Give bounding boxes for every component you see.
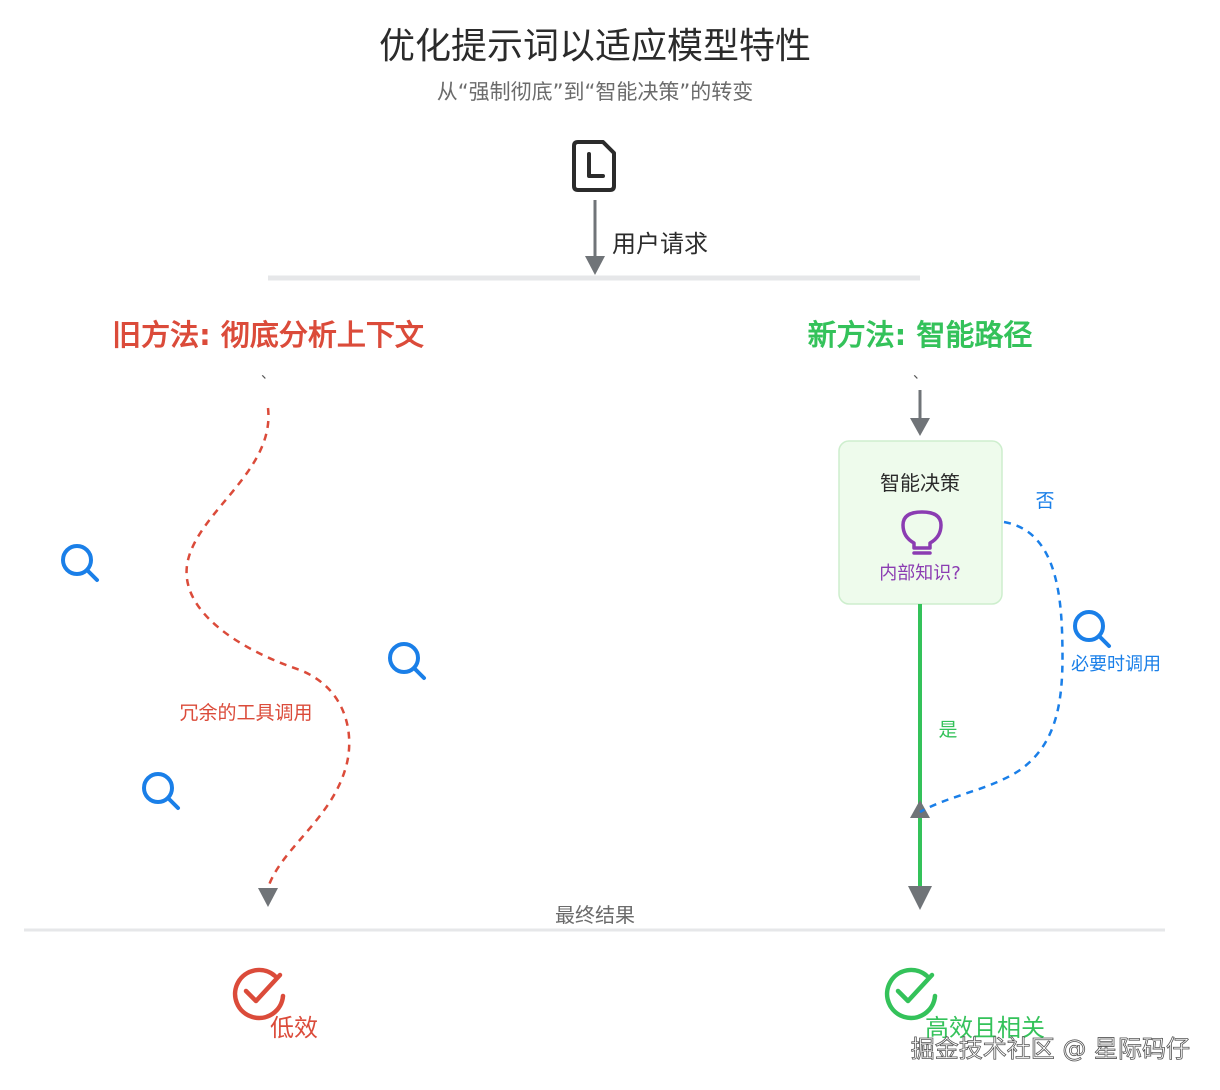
result-label: 最终结果: [555, 903, 635, 927]
merge-arrowhead: [910, 800, 930, 818]
request-arrowhead: [585, 256, 605, 275]
no-path: [919, 520, 1064, 814]
check-circle-icon: [232, 967, 286, 1021]
redundant-path: [185, 407, 351, 889]
new-method-heading: 新方法: 智能路径: [808, 318, 1033, 352]
old-result-label: 低效: [270, 1014, 318, 1042]
redundant-label: 冗余的工具调用: [179, 702, 312, 724]
no-label: 否: [1035, 490, 1054, 512]
old-method-heading: 旧方法: 彻底分析上下文: [112, 318, 425, 352]
decision-title: 智能决策: [880, 471, 960, 495]
request-label: 用户请求: [612, 230, 708, 258]
watermark: 掘金技术社区 @ 星际码仔: [911, 1035, 1190, 1063]
decision-question: 内部知识?: [879, 563, 961, 584]
new-method-tick: 、: [913, 366, 927, 382]
old-method-tick: 、: [261, 366, 275, 382]
page-title: 优化提示词以适应模型特性: [379, 26, 811, 67]
lightbulb-icon: [901, 510, 943, 555]
search-icon: [142, 772, 180, 810]
document-icon: [572, 140, 616, 192]
search-icon: [61, 544, 99, 582]
new-result-label: 高效且相关: [925, 1014, 1045, 1042]
call-label: 必要时调用: [1071, 654, 1161, 675]
page-subtitle: 从“强制彻底”到“智能决策”的转变: [437, 80, 754, 104]
search-icon: [388, 642, 426, 680]
yes-label: 是: [938, 719, 957, 741]
check-circle-icon: [884, 967, 938, 1021]
redundant-arrowhead: [258, 888, 278, 907]
search-icon: [1073, 610, 1111, 648]
yes-arrowhead: [908, 886, 932, 910]
decision-in-arrowhead: [910, 418, 930, 436]
